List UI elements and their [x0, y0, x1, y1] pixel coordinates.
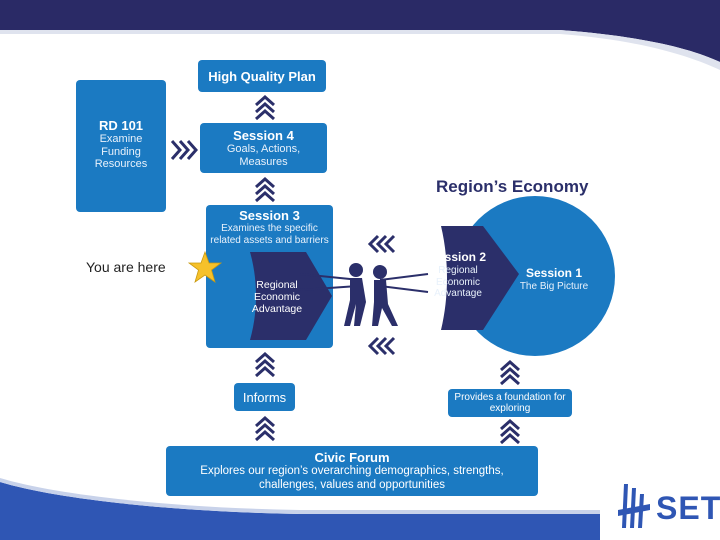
civic-forum-title: Civic Forum [314, 450, 390, 465]
rd101-title: RD 101 [98, 118, 144, 133]
session1-label: Session 1 The Big Picture [516, 266, 592, 293]
rd101-box: RD 101 Examine Funding Resources [76, 80, 166, 212]
set-logo-text: SET [656, 490, 720, 526]
chevrons-left-top [368, 234, 396, 254]
rd101-line-2: Funding [101, 145, 141, 158]
session2-line-3: Advantage [434, 288, 482, 299]
session4-line-2: Measures [239, 155, 288, 168]
session2-line-1: Regional [438, 265, 478, 276]
foundation-box: Provides a foundation for exploring [448, 389, 572, 417]
session2-label: Session 2 Regional Economic Advantage [428, 250, 488, 300]
rd101-line-3: Resources [94, 158, 148, 170]
chevrons-up-foundation [500, 360, 520, 386]
chevrons-up-informs [255, 352, 275, 378]
chevrons-up-civic-left [255, 416, 275, 442]
foundation-line-1: Provides a foundation for [454, 391, 566, 403]
informs-box: Informs [234, 383, 295, 411]
session4-title: Session 4 [233, 128, 294, 143]
civic-forum-box: Civic Forum Explores our region’s overar… [166, 446, 538, 496]
session3-line-1: Examines the specific [221, 223, 318, 234]
set-logo-icon [618, 484, 650, 528]
region-economy-pie [441, 196, 615, 356]
chevrons-left-bottom [368, 336, 396, 356]
chevrons-right-rd101 [170, 140, 198, 160]
rd101-line-1: Examine [99, 133, 143, 145]
chevrons-up-hqp [255, 95, 275, 121]
high-quality-plan-box: High Quality Plan [198, 60, 326, 92]
top-banner [0, 0, 720, 70]
session4-line-1: Goals, Actions, [226, 143, 301, 155]
regional-advantage-label: Regional Economic Advantage [246, 279, 308, 315]
civic-forum-line-1: Explores our region’s overarching demogr… [200, 465, 504, 477]
regional-advantage-chevron [250, 252, 332, 340]
foundation-line-2: exploring [489, 403, 531, 414]
chevrons-up-civic-right [500, 419, 520, 445]
rea-left-line-2: Economic [253, 291, 301, 303]
session3-line-2: related assets and barriers [210, 234, 329, 246]
rea-left-line-3: Advantage [251, 303, 303, 315]
chevrons-up-s4 [255, 177, 275, 203]
session1-slice [455, 196, 615, 356]
session2-title: Session 2 [429, 250, 487, 264]
you-are-here-label: You are here [86, 259, 166, 275]
session2-line-2: Economic [436, 276, 480, 288]
session3-title: Session 3 [239, 208, 300, 223]
session4-box: Session 4 Goals, Actions, Measures [200, 123, 327, 173]
region-economy-heading: Region’s Economy [436, 177, 589, 196]
civic-forum-line-2: challenges, values and opportunities [258, 478, 446, 491]
tug-of-war-figures [300, 263, 429, 326]
informs-title: Informs [242, 389, 287, 405]
high-quality-plan-title: High Quality Plan [208, 68, 316, 84]
session2-slice [441, 226, 519, 330]
bottom-banner [0, 478, 600, 540]
session1-title: Session 1 [525, 266, 583, 280]
star-icon [188, 251, 222, 283]
rea-left-line-1: Regional [256, 279, 298, 291]
session1-sub: The Big Picture [519, 281, 589, 292]
